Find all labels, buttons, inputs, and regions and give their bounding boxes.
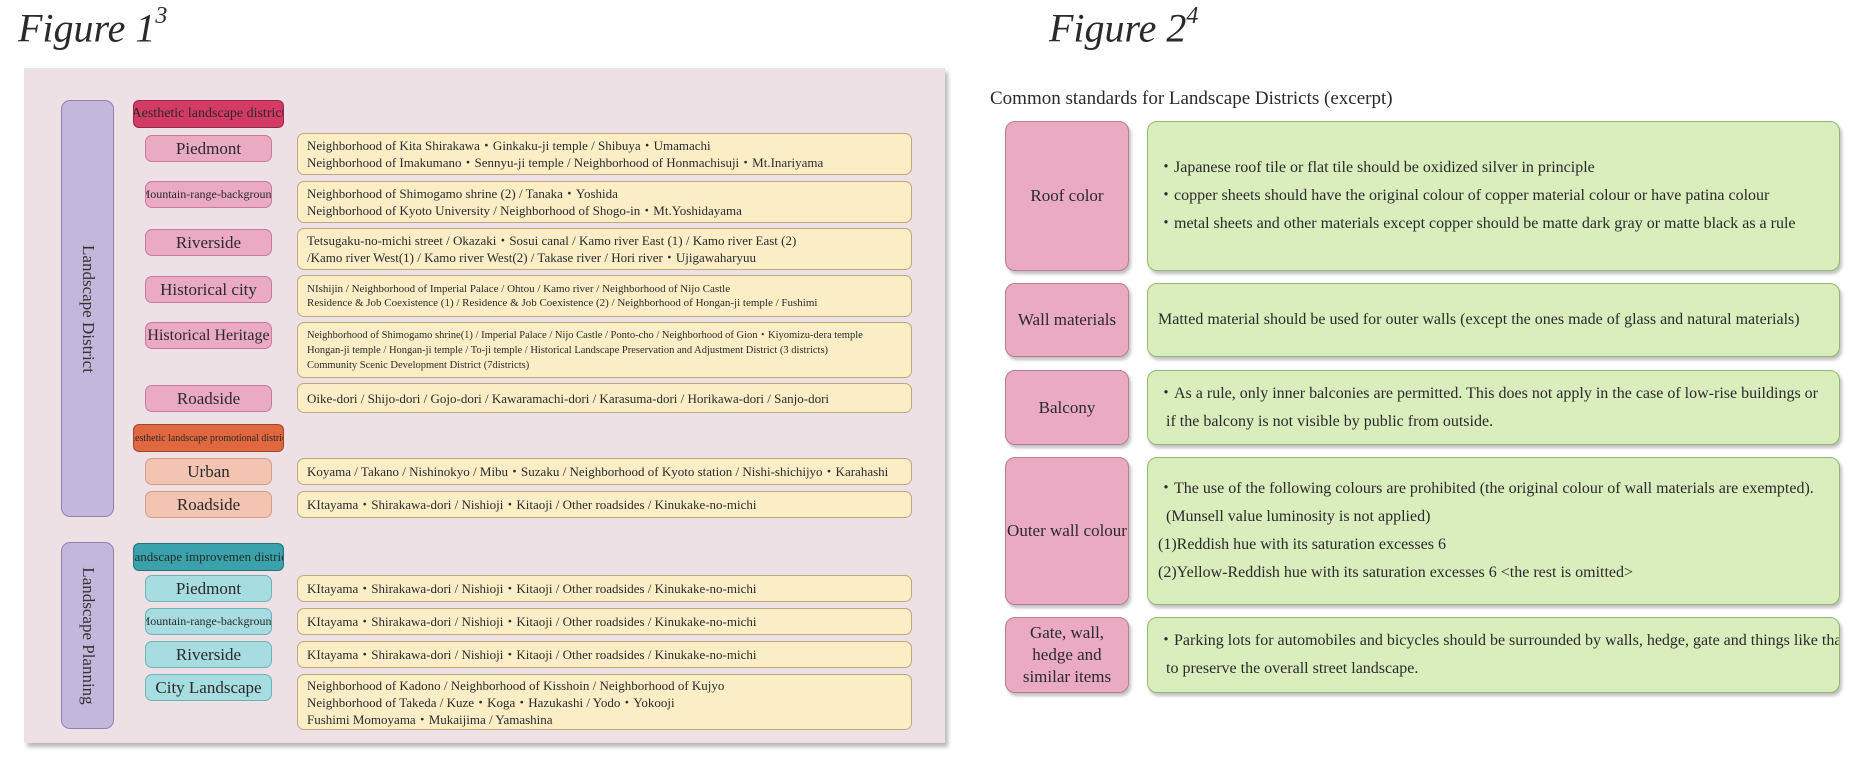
- label-gate-wall-hedge: Gate, wall, hedge and similar items: [1005, 617, 1129, 693]
- content-outer-wall-colour: ・The use of the following colours are pr…: [1147, 457, 1840, 605]
- label-wall-materials: Wall materials: [1005, 283, 1129, 357]
- landscape-improvement-district-title: Landscape improvemen district: [133, 543, 284, 571]
- category-roadside: Roadside: [145, 385, 272, 412]
- row-historical-city-content: NIshijin / Neighborhood of Imperial Pala…: [297, 275, 912, 317]
- row-city-landscape-content: Neighborhood of Kadono / Neighborhood of…: [297, 674, 912, 730]
- row-historical-heritage-content: Neighborhood of Shimogamo shrine(1) / Im…: [297, 322, 912, 378]
- category-urban: Urban: [145, 458, 272, 485]
- figure2-title: Figure 24: [1049, 3, 1199, 51]
- content-roof-color: ・Japanese roof tile or flat tile should …: [1147, 121, 1840, 271]
- row-urban-content: Koyama / Takano / Nishinokyo / Mibu・Suza…: [297, 458, 912, 485]
- category-roadside-promotional: Roadside: [145, 491, 272, 518]
- landscape-district-group: Landscape District: [61, 100, 114, 517]
- figure1-panel: Landscape District Landscape Planning Ae…: [24, 68, 945, 743]
- category-mountain-range-background: Mountain-range-background: [145, 181, 272, 208]
- label-outer-wall-colour: Outer wall colour: [1005, 457, 1129, 605]
- label-balcony: Balcony: [1005, 370, 1129, 445]
- category-historical-city: Historical city: [145, 276, 272, 303]
- row-riverside-improvement-content: KItayama・Shirakawa-dori / Nishioji・Kitao…: [297, 641, 912, 668]
- figure2-subtitle: Common standards for Landscape Districts…: [990, 88, 1393, 109]
- category-mountain-range-background-improvement: Mountain-range-background: [145, 608, 272, 635]
- row-piedmont-improvement-content: KItayama・Shirakawa-dori / Nishioji・Kitao…: [297, 575, 912, 602]
- content-wall-materials: Matted material should be used for outer…: [1147, 283, 1840, 357]
- content-gate-wall-hedge: ・Parking lots for automobiles and bicycl…: [1147, 617, 1840, 693]
- aesthetic-promotional-district-title: Aesthetic landscape promotional district: [133, 424, 284, 452]
- row-roadside-content: Oike-dori / Shijo-dori / Gojo-dori / Kaw…: [297, 383, 912, 413]
- category-historical-heritage: Historical Heritage: [145, 322, 272, 349]
- row-piedmont-content: Neighborhood of Kita Shirakawa・Ginkaku-j…: [297, 133, 912, 175]
- label-roof-color: Roof color: [1005, 121, 1129, 271]
- row-mountain-range-improvement-content: KItayama・Shirakawa-dori / Nishioji・Kitao…: [297, 608, 912, 635]
- row-mountain-range-content: Neighborhood of Shimogamo shrine (2) / T…: [297, 181, 912, 223]
- landscape-planning-group: Landscape Planning: [61, 542, 114, 729]
- content-balcony: ・As a rule, only inner balconies are per…: [1147, 370, 1840, 445]
- row-roadside-promotional-content: KItayama・Shirakawa-dori / Nishioji・Kitao…: [297, 491, 912, 518]
- category-riverside: Riverside: [145, 229, 272, 256]
- figure1-title: Figure 13: [18, 3, 168, 51]
- category-piedmont: Piedmont: [145, 135, 272, 162]
- category-riverside-improvement: Riverside: [145, 641, 272, 668]
- category-piedmont-improvement: Piedmont: [145, 575, 272, 602]
- category-city-landscape: City Landscape: [145, 674, 272, 701]
- aesthetic-landscape-district-title: Aesthetic landscape district: [133, 100, 284, 128]
- row-riverside-content: Tetsugaku-no-michi street / Okazaki・Sosu…: [297, 228, 912, 270]
